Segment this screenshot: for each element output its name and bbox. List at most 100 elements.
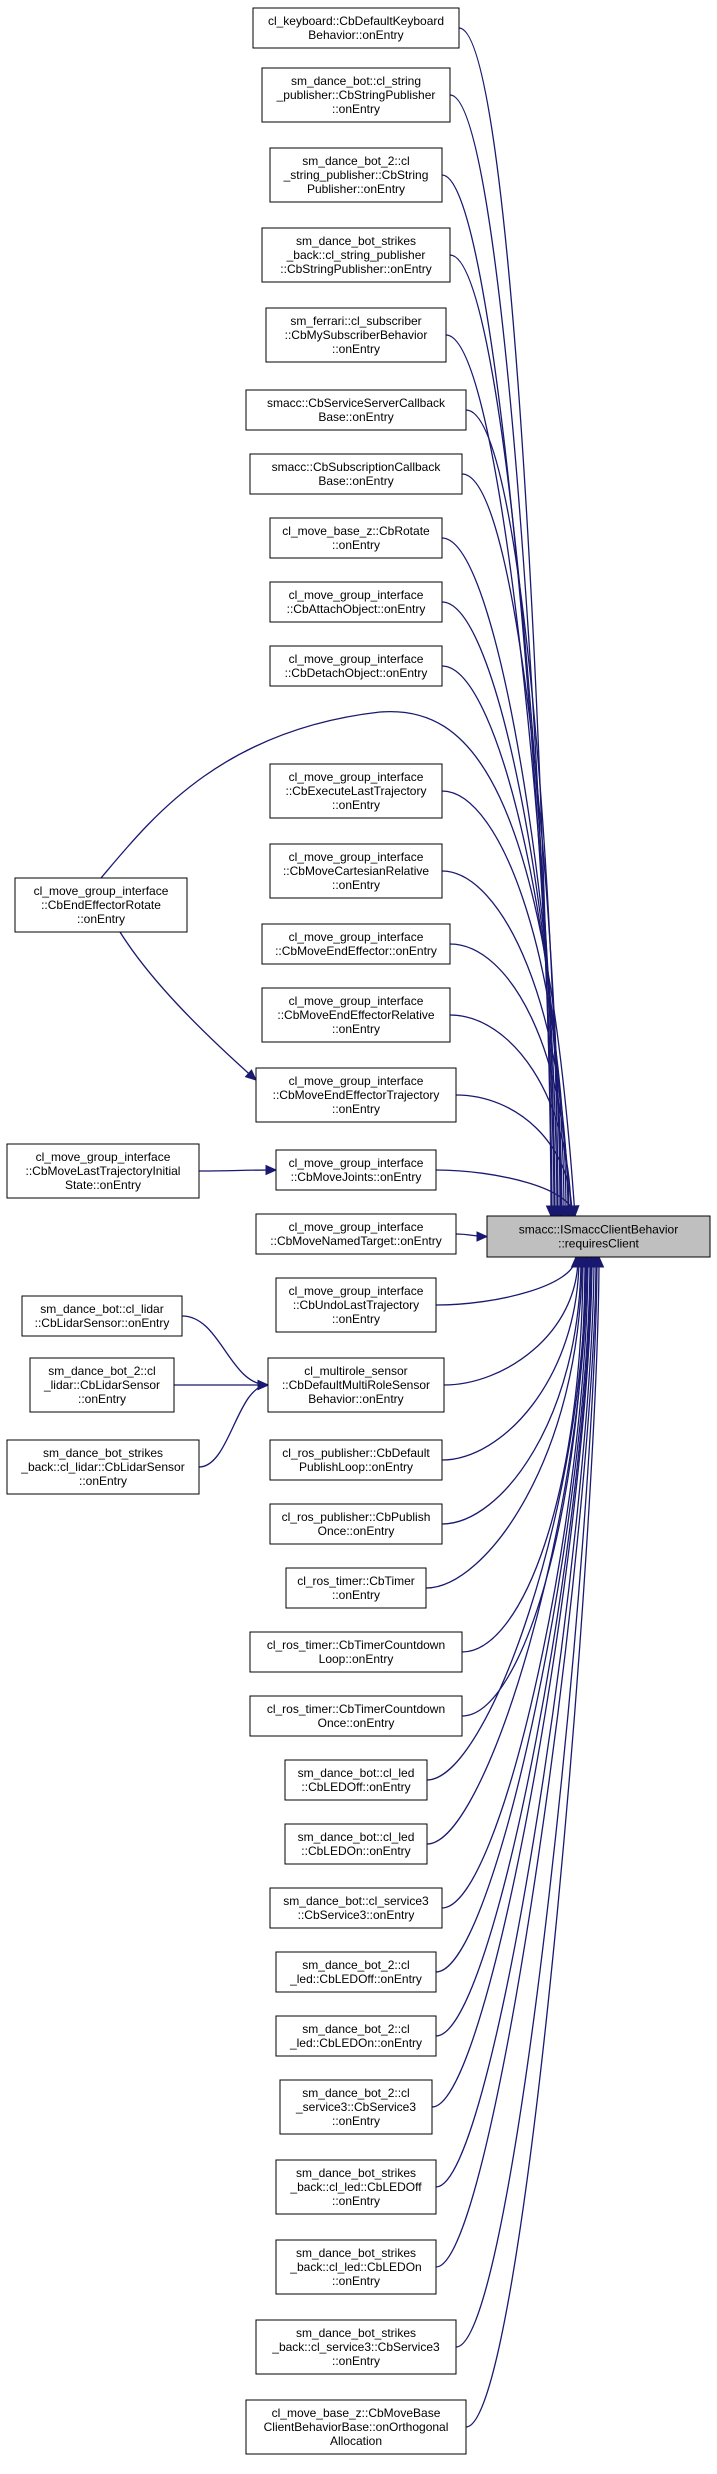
node-n26[interactable]: sm_dance_bot::cl_led::CbLEDOn::onEntry (284, 1823, 428, 1865)
node-l4[interactable]: sm_dance_bot_2::cl_lidar::CbLidarSensor:… (29, 1357, 175, 1413)
node-n7-label-line: smacc::CbSubscriptionCallback (272, 460, 442, 474)
edges-layer (100, 27, 605, 2428)
node-n32[interactable]: sm_dance_bot_strikes_back::cl_led::CbLED… (275, 2239, 437, 2295)
node-n2-box (261, 67, 451, 123)
node-n27-box (269, 1887, 443, 1929)
target-label-line: ::requiresClient (558, 1237, 639, 1251)
nodes-layer: smacc::ISmaccClientBehavior::requiresCli… (6, 7, 711, 2455)
node-n31[interactable]: sm_dance_bot_strikes_back::cl_led::CbLED… (275, 2159, 437, 2215)
node-n6-label-line: smacc::CbServiceServerCallback (267, 396, 446, 410)
edge-l5-to-n19 (198, 1384, 269, 1468)
node-n32-label-line: sm_dance_bot_strikes (296, 2246, 416, 2260)
node-n7-label-line: Base::onEntry (318, 474, 393, 488)
node-n12-label-line: ::onEntry (332, 878, 380, 892)
node-n29[interactable]: sm_dance_bot_2::cl_led::CbLEDOn::onEntry (275, 2015, 437, 2057)
node-n28-label-line: sm_dance_bot_2::cl (302, 1958, 409, 1972)
node-n3[interactable]: sm_dance_bot_2::cl_string_publisher::CbS… (269, 147, 443, 203)
edge-n10-to-target (441, 665, 565, 1217)
node-l3[interactable]: sm_dance_bot::cl_lidar::CbLidarSensor::o… (21, 1295, 183, 1337)
node-n10-label-line: ::CbDetachObject::onEntry (285, 666, 428, 680)
node-n8[interactable]: cl_move_base_z::CbRotate::onEntry (269, 517, 443, 559)
node-l3-label-line: sm_dance_bot::cl_lidar (40, 1302, 163, 1316)
node-l4-label-line: _lidar::CbLidarSensor (43, 1378, 160, 1392)
edge-l2-to-n16-arrowhead (265, 1164, 278, 1176)
node-n4-label-line: sm_dance_bot_strikes (296, 234, 416, 248)
node-n9-label-line: cl_move_group_interface (289, 588, 424, 602)
node-n1[interactable]: cl_keyboard::CbDefaultKeyboardBehavior::… (252, 7, 460, 49)
node-n24[interactable]: cl_ros_timer::CbTimerCountdownOnce::onEn… (249, 1695, 463, 1737)
node-n14[interactable]: cl_move_group_interface::CbMoveEndEffect… (261, 987, 451, 1043)
node-n6-box (245, 389, 467, 431)
node-l4-label-line: sm_dance_bot_2::cl (48, 1364, 155, 1378)
node-n13[interactable]: cl_move_group_interface::CbMoveEndEffect… (261, 923, 451, 965)
node-n14-label-line: ::CbMoveEndEffectorRelative (277, 1008, 435, 1022)
node-n15[interactable]: cl_move_group_interface::CbMoveEndEffect… (255, 1067, 457, 1123)
node-n2[interactable]: sm_dance_bot::cl_string_publisher::CbStr… (261, 67, 451, 123)
edge-n5-to-target (445, 334, 558, 1217)
node-n7[interactable]: smacc::CbSubscriptionCallbackBase::onEnt… (249, 453, 463, 495)
node-n12-label-line: ::CbMoveCartesianRelative (283, 864, 429, 878)
node-n1-box (252, 7, 460, 49)
node-n14-label-line: ::onEntry (332, 1022, 380, 1036)
node-n32-box (275, 2239, 437, 2295)
node-n5[interactable]: sm_ferrari::cl_subscriber::CbMySubscribe… (265, 307, 447, 363)
node-n34[interactable]: cl_move_base_z::CbMoveBaseClientBehavior… (245, 2399, 467, 2455)
node-n3-label-line: _string_publisher::CbString (283, 168, 429, 182)
node-n28-box (275, 1951, 437, 1993)
node-n16[interactable]: cl_move_group_interface::CbMoveJoints::o… (275, 1149, 437, 1191)
node-n9[interactable]: cl_move_group_interface::CbAttachObject:… (269, 581, 443, 623)
node-n33[interactable]: sm_dance_bot_strikes_back::cl_service3::… (255, 2319, 457, 2375)
node-n16-box (275, 1149, 437, 1191)
node-l5-box (6, 1439, 200, 1495)
node-n28[interactable]: sm_dance_bot_2::cl_led::CbLEDOff::onEntr… (275, 1951, 437, 1993)
node-n4[interactable]: sm_dance_bot_strikes_back::cl_string_pub… (261, 227, 451, 283)
node-n33-label-line: ::onEntry (332, 2354, 380, 2368)
node-n22[interactable]: cl_ros_timer::CbTimer::onEntry (285, 1567, 427, 1609)
node-n11-label-line: cl_move_group_interface (289, 770, 424, 784)
node-n16-label-line: cl_move_group_interface (289, 1156, 424, 1170)
node-n30[interactable]: sm_dance_bot_2::cl_service3::CbService3:… (279, 2079, 433, 2135)
node-n29-label-line: sm_dance_bot_2::cl (302, 2022, 409, 2036)
target-node[interactable]: smacc::ISmaccClientBehavior::requiresCli… (486, 1215, 711, 1258)
node-l1-label-line: ::CbEndEffectorRotate (41, 898, 161, 912)
node-n31-label-line: sm_dance_bot_strikes (296, 2166, 416, 2180)
node-n17[interactable]: cl_move_group_interface::CbMoveNamedTarg… (255, 1213, 457, 1255)
node-n25[interactable]: sm_dance_bot::cl_led::CbLEDOff::onEntry (284, 1759, 428, 1801)
node-n19-box (267, 1357, 445, 1413)
node-n18[interactable]: cl_move_group_interface::CbUndoLastTraje… (275, 1277, 437, 1333)
node-n34-label-line: ClientBehaviorBase::onOrthogonal (264, 2420, 449, 2434)
node-l2[interactable]: cl_move_group_interface::CbMoveLastTraje… (6, 1143, 200, 1199)
node-l5[interactable]: sm_dance_bot_strikes_back::cl_lidar::CbL… (6, 1439, 200, 1495)
node-n22-box (285, 1567, 427, 1609)
node-n15-label-line: ::onEntry (332, 1102, 380, 1116)
node-n30-label-line: sm_dance_bot_2::cl (302, 2086, 409, 2100)
node-n23-label-line: Loop::onEntry (319, 1652, 394, 1666)
edge-n31-to-target (435, 1256, 595, 2188)
node-n10[interactable]: cl_move_group_interface::CbDetachObject:… (269, 645, 443, 687)
node-n20[interactable]: cl_ros_publisher::CbDefaultPublishLoop::… (269, 1439, 443, 1481)
node-n21-box (269, 1503, 443, 1545)
node-n18-label-line: ::onEntry (332, 1312, 380, 1326)
node-l3-box (21, 1295, 183, 1337)
node-n25-label-line: ::CbLEDOff::onEntry (301, 1780, 410, 1794)
node-n20-box (269, 1439, 443, 1481)
node-n32-label-line: _back::cl_led::CbLEDOn (289, 2260, 421, 2274)
node-l1-box (14, 877, 188, 933)
node-n9-label-line: ::CbAttachObject::onEntry (287, 602, 426, 616)
node-n24-label-line: Once::onEntry (318, 1716, 395, 1730)
node-n11[interactable]: cl_move_group_interface::CbExecuteLastTr… (269, 763, 443, 819)
node-n6[interactable]: smacc::CbServiceServerCallbackBase::onEn… (245, 389, 467, 431)
node-l1[interactable]: cl_move_group_interface::CbEndEffectorRo… (14, 877, 188, 933)
node-n19[interactable]: cl_multirole_sensor::CbDefaultMultiRoleS… (267, 1357, 445, 1413)
node-n23[interactable]: cl_ros_timer::CbTimerCountdownLoop::onEn… (249, 1631, 463, 1673)
node-n33-label-line: _back::cl_service3::CbService3 (271, 2340, 440, 2354)
edge-n25-to-target (426, 1256, 587, 1781)
node-n27[interactable]: sm_dance_bot::cl_service3::CbService3::o… (269, 1887, 443, 1929)
node-n26-label-line: ::CbLEDOn::onEntry (301, 1844, 410, 1858)
node-n18-label-line: ::CbUndoLastTrajectory (293, 1298, 419, 1312)
node-l3-label-line: ::CbLidarSensor::onEntry (35, 1316, 170, 1330)
node-n25-box (284, 1759, 428, 1801)
node-n12[interactable]: cl_move_group_interface::CbMoveCartesian… (269, 843, 443, 899)
node-n15-label-line: ::CbMoveEndEffectorTrajectory (273, 1088, 440, 1102)
